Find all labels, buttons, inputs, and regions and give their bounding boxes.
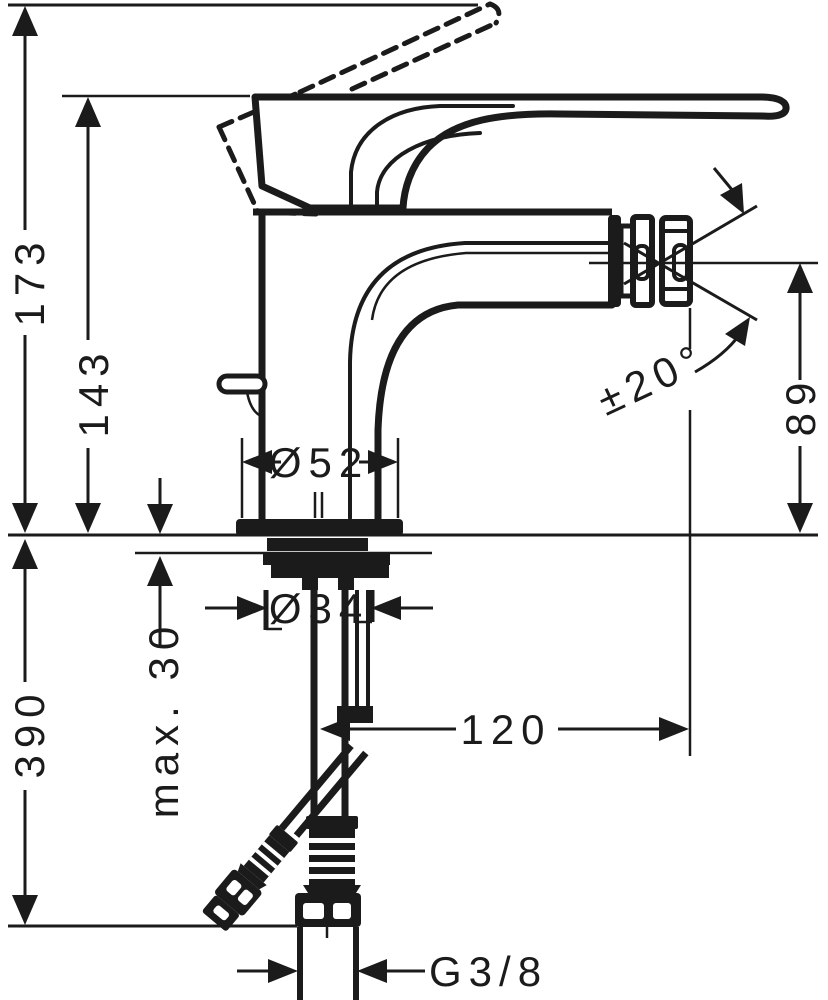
faucet-body — [253, 208, 616, 523]
dim-total-height-label: 173 — [6, 235, 53, 326]
dim-spout-height-label: 89 — [777, 376, 824, 437]
swivel-angle-label: ±20° — [590, 333, 714, 424]
reference-lines — [8, 3, 818, 928]
dim-connection-thread: G3/8 — [237, 948, 548, 995]
angle-line-upper — [623, 204, 758, 286]
dim-base-diameter-label: Ø52 — [269, 439, 369, 486]
dim-spout-reach: 120 — [320, 706, 689, 753]
supply-hose-angled — [202, 743, 369, 931]
base-plate — [236, 519, 403, 536]
popup-rod-knob — [216, 373, 268, 419]
dim-spout-height: 89 — [777, 263, 824, 533]
dim-max-deck-thickness: max. 30 — [140, 478, 187, 818]
handle-lever — [251, 93, 790, 212]
ref-base-diameter — [240, 438, 400, 518]
dimensions: 173 143 390 max. 30 Ø52 — [6, 6, 824, 995]
angle-line-lower — [623, 241, 758, 322]
dim-clearance-below: 390 — [6, 539, 53, 925]
dim-connection-thread-label: G3/8 — [429, 948, 548, 995]
dim-total-height: 173 — [6, 6, 53, 533]
fastening-set — [263, 538, 390, 631]
dim-base-diameter: Ø52 — [242, 439, 398, 486]
dim-handle-height: 143 — [70, 97, 117, 533]
dim-hole-diameter: Ø34 — [205, 585, 433, 632]
dim-handle-height-label: 143 — [70, 346, 117, 437]
dim-spout-reach-label: 120 — [460, 706, 551, 753]
faucet — [202, 1, 790, 1000]
dim-clearance-below-label: 390 — [6, 687, 53, 778]
dim-hole-diameter-label: Ø34 — [269, 585, 369, 632]
dim-max-deck-thickness-label: max. 30 — [140, 620, 187, 818]
aerator — [608, 214, 693, 308]
